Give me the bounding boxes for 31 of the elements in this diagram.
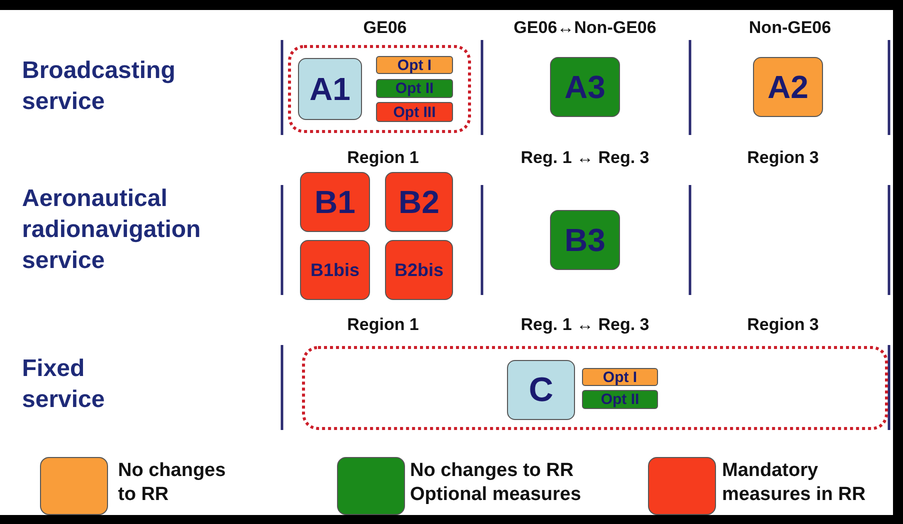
measure-box: B2 [385, 172, 453, 232]
legend-label: Mandatory measures in RR [722, 459, 867, 506]
column-header: Region 1 [347, 148, 419, 168]
column-header: Reg. 1 ↔ Reg. 3 [520, 148, 650, 168]
measure-box: C [507, 360, 575, 420]
column-header: Region 1 [347, 315, 419, 335]
legend-label: No changes to RR Optional measures [410, 459, 582, 506]
dotted-group-frame [302, 346, 888, 430]
option-tag: Opt I [376, 56, 453, 74]
measure-box: B1 [300, 172, 370, 232]
row-heading: Broadcasting service [22, 56, 176, 118]
column-header: GE06 [363, 18, 407, 38]
column-header: Reg. 1 ↔ Reg. 3 [520, 315, 650, 335]
option-tag: Opt II [582, 390, 658, 409]
measure-box: B1bis [300, 240, 370, 300]
row-heading: Fixed service [22, 354, 106, 416]
row-heading: Aeronautical radionavigation service [22, 184, 202, 276]
measure-box: A2 [753, 57, 823, 117]
column-header: Region 3 [747, 315, 819, 335]
measure-box: B3 [550, 210, 620, 270]
legend-label: No changes to RR [118, 459, 227, 506]
measure-box: B2bis [385, 240, 453, 300]
column-header: GE06↔Non-GE06 [514, 18, 656, 38]
measure-box: A1 [298, 58, 362, 120]
option-tag: Opt III [376, 102, 453, 122]
column-header: Non-GE06 [748, 18, 832, 38]
dotted-group-frame [288, 45, 471, 133]
measure-box: A3 [550, 57, 620, 117]
option-tag: Opt II [376, 79, 453, 98]
column-header: Region 3 [747, 148, 819, 168]
option-tag: Opt I [582, 368, 658, 386]
